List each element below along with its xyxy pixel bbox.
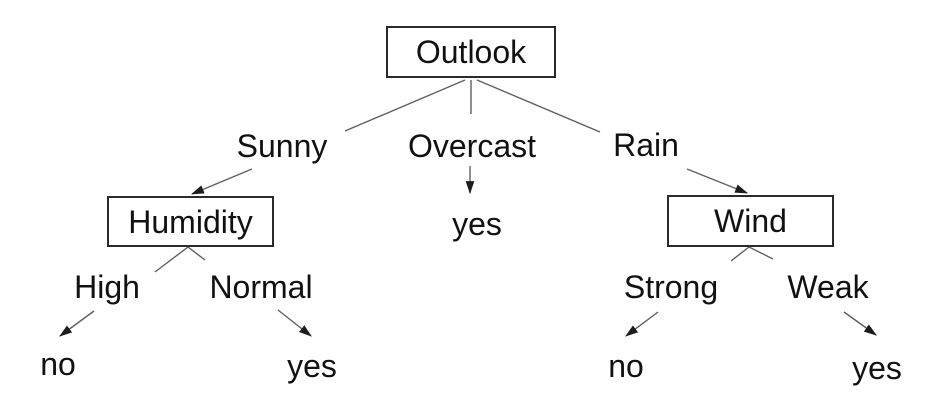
branch-label-sunny: Sunny bbox=[236, 128, 328, 164]
node-humidity-label: Humidity bbox=[128, 203, 253, 240]
node-outlook-label: Outlook bbox=[415, 34, 527, 70]
arrow-weak-yes bbox=[843, 311, 877, 336]
branch-label-high: High bbox=[74, 269, 140, 305]
edge-outlook-rain bbox=[476, 79, 601, 133]
branch-label-normal: Normal bbox=[209, 269, 313, 305]
arrow-strong-no bbox=[625, 311, 659, 337]
node-wind: Wind bbox=[667, 195, 834, 247]
leaf-weak-yes: yes bbox=[852, 350, 902, 386]
arrow-rain-wind bbox=[686, 168, 749, 194]
arrow-normal-yes bbox=[277, 309, 312, 337]
edge-outlook-sunny bbox=[344, 79, 466, 132]
leaf-strong-no: no bbox=[608, 348, 644, 384]
edge-wind-weak bbox=[748, 246, 774, 260]
branch-label-weak: Weak bbox=[787, 269, 869, 305]
arrow-high-no bbox=[59, 310, 95, 337]
edge-wind-strong bbox=[730, 246, 750, 262]
node-humidity: Humidity bbox=[107, 196, 274, 247]
leaf-overcast-yes: yes bbox=[452, 206, 502, 242]
leaf-high-no: no bbox=[40, 346, 76, 382]
leaf-normal-yes: yes bbox=[287, 348, 337, 384]
node-outlook: Outlook bbox=[386, 26, 556, 78]
branch-label-overcast: Overcast bbox=[407, 128, 537, 164]
branch-label-strong: Strong bbox=[623, 269, 719, 305]
node-wind-label: Wind bbox=[714, 203, 787, 239]
arrow-sunny-humidity bbox=[191, 168, 253, 195]
branch-label-rain: Rain bbox=[613, 127, 679, 163]
edge-humidity-high bbox=[154, 246, 189, 273]
edge-humidity-normal bbox=[187, 246, 206, 261]
